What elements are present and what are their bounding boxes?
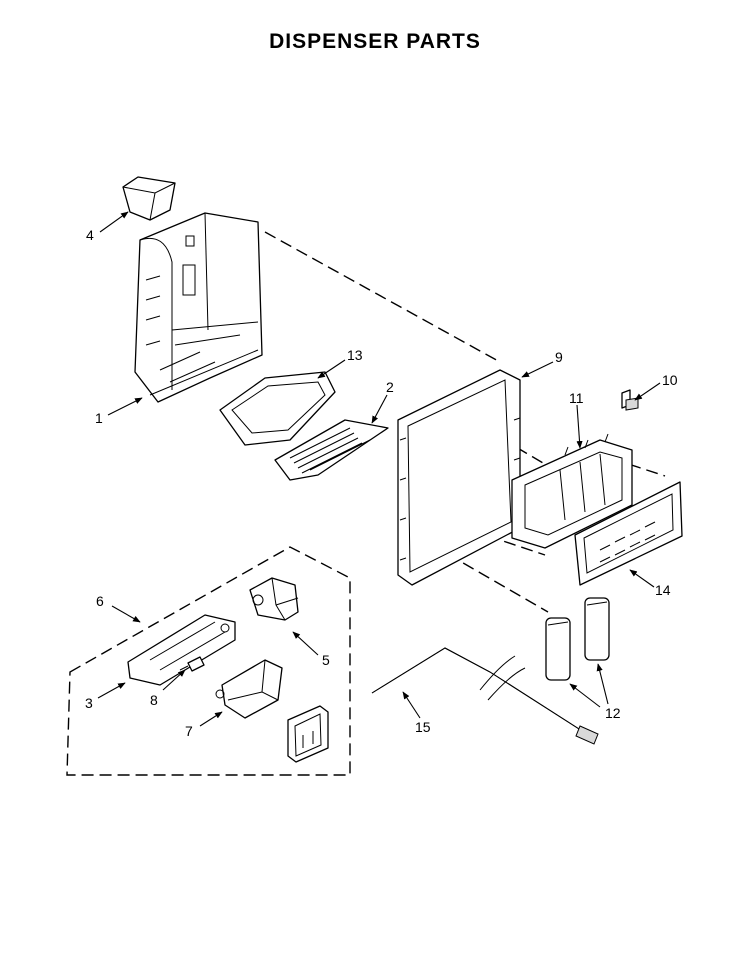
part-3-bracket[interactable]: [127, 614, 236, 686]
part-7-mechanism[interactable]: [215, 659, 283, 719]
leader-lines: [97, 211, 661, 727]
part-13-tray[interactable]: [219, 371, 336, 446]
callout-2: 2: [386, 379, 394, 395]
callout-3: 3: [85, 695, 93, 711]
callout-9: 9: [555, 349, 563, 365]
part-9-frame[interactable]: [397, 369, 521, 586]
part-8-screw[interactable]: [179, 656, 205, 672]
callout-6: 6: [96, 593, 104, 609]
callout-11: 11: [569, 390, 584, 406]
part-5-motor[interactable]: [249, 577, 299, 621]
part-2-grille[interactable]: [274, 419, 389, 481]
callout-1: 1: [95, 410, 103, 426]
part-11-panel-housing[interactable]: [511, 433, 633, 549]
callout-labels: 4 1 13 2 9 11 10 14 12 15 5 6 3 8 7: [85, 227, 678, 739]
part-7-flap[interactable]: [287, 705, 329, 763]
callout-14: 14: [655, 582, 671, 598]
part-10-clip[interactable]: [621, 389, 639, 411]
callout-10: 10: [662, 372, 678, 388]
part-12-paddles[interactable]: [545, 597, 610, 681]
part-15-tube[interactable]: [371, 647, 599, 745]
part-1-housing[interactable]: [134, 212, 263, 403]
callout-13: 13: [347, 347, 363, 363]
callout-7: 7: [185, 723, 193, 739]
part-4-cup[interactable]: [122, 176, 176, 221]
callout-12: 12: [605, 705, 621, 721]
part-14-overlay[interactable]: [574, 481, 683, 586]
page-title: DISPENSER PARTS: [269, 30, 481, 53]
callout-8: 8: [150, 692, 158, 708]
callout-15: 15: [415, 719, 431, 735]
subassembly-boundary: [66, 546, 351, 776]
callout-4: 4: [86, 227, 94, 243]
callout-5: 5: [322, 652, 330, 668]
